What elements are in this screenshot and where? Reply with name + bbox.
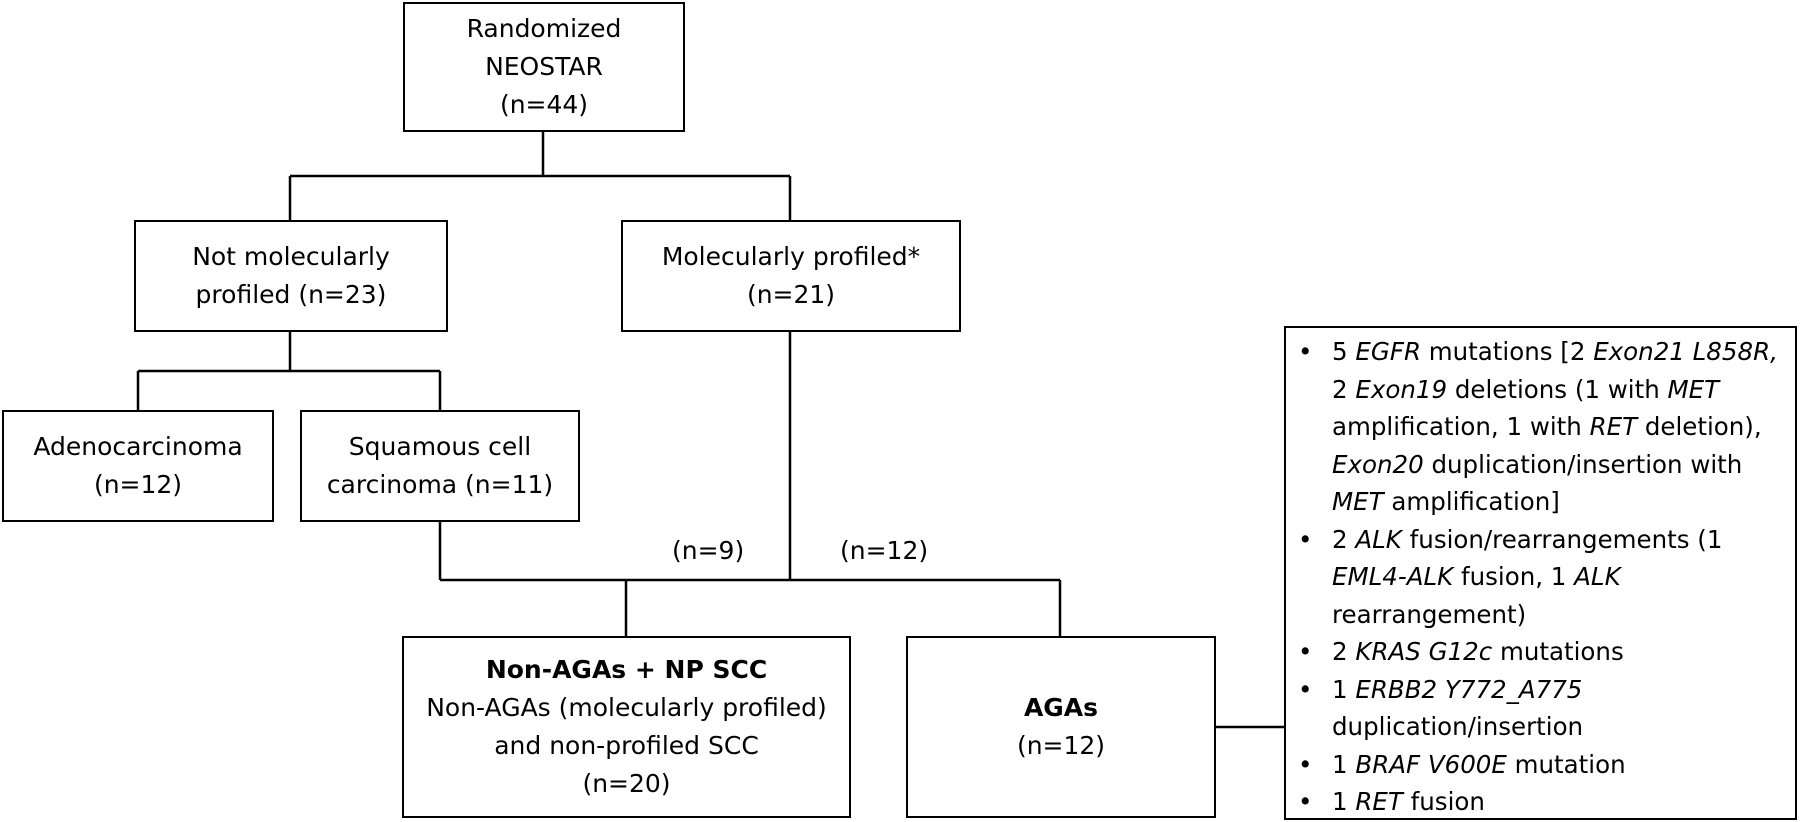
aga-list-text: fusion [1402,787,1485,816]
aga-list-text: deletions (1 with [1447,374,1668,404]
aga-list-text: rearrangement) [1332,599,1527,629]
non-agas-title: Non-AGAs + NP SCC [485,655,768,684]
profiled-box: Molecularly profiled* (n=21) [621,220,961,332]
not-profiled-line1: Not molecularly [192,242,390,271]
squamous-line1: Squamous cell [348,432,532,461]
aga-list-text: deletion), [1637,412,1762,441]
aga-list-text: Exon20 [1332,449,1424,479]
non-agas-box: Non-AGAs + NP SCC Non-AGAs (molecularly … [402,636,851,818]
aga-bullet-list: 5 EGFR mutations [2 Exon21 L858R, 2 Exon… [1298,333,1787,821]
aga-list-text: EML4-ALK [1332,562,1454,591]
aga-list-text: fusion, 1 [1453,562,1575,591]
aga-list-text: duplication/insertion with [1423,449,1743,479]
aga-list-text: 1 [1332,787,1356,816]
profiled-count: (n=21) [746,280,836,309]
aga-list-item: 2 ALK fusion/rearrangements (1 EML4-ALK … [1298,521,1787,634]
aga-list-text: 2 [1332,374,1356,404]
non-agas-count: (n=20) [582,769,671,798]
aga-list-text: EGFR [1355,337,1421,366]
aga-list-text: mutations [2 [1420,337,1594,366]
aga-details-list: 5 EGFR mutations [2 Exon21 L858R, 2 Exon… [1284,326,1797,820]
aga-list-item: 5 EGFR mutations [2 Exon21 L858R, 2 Exon… [1298,333,1787,521]
branch-label-right: (n=12) [840,536,929,565]
aga-list-item: 1 RET fusion [1298,783,1787,821]
adenocarcinoma-line1: Adenocarcinoma [33,432,243,461]
aga-list-text: mutation [1506,749,1626,779]
aga-list-text: MET [1667,374,1720,404]
aga-list-text: amplification, 1 with [1332,412,1590,441]
aga-list-text: BRAF V600E [1355,749,1507,779]
aga-list-text: MET [1332,487,1384,516]
aga-list-text: duplication/insertion [1332,712,1584,741]
aga-list-text: Exon21 L858R, [1593,337,1778,366]
aga-list-text: ALK [1574,562,1621,591]
not-profiled-line2: profiled (n=23) [195,280,387,309]
branch-label-left: (n=9) [672,536,745,565]
aga-list-text: 2 [1332,637,1356,666]
aga-list-text: KRAS G12c [1355,637,1493,666]
randomized-count: (n=44) [499,90,589,119]
profiled-line1: Molecularly profiled* [661,242,921,271]
aga-list-text: RET [1355,787,1403,816]
randomized-line2: NEOSTAR [485,52,603,81]
aga-list-text: ERBB2 Y772_A775 [1355,674,1583,704]
aga-list-text: 1 [1332,674,1356,704]
aga-list-text: 1 [1332,749,1356,779]
adenocarcinoma-count: (n=12) [93,470,183,499]
adenocarcinoma-box: Adenocarcinoma (n=12) [2,410,274,522]
squamous-line2: carcinoma (n=11) [326,470,554,499]
not-profiled-box: Not molecularly profiled (n=23) [134,220,448,332]
aga-list-item: 2 KRAS G12c mutations [1298,633,1787,671]
agas-title: AGAs [1023,693,1099,722]
aga-list-item: 1 BRAF V600E mutation [1298,746,1787,784]
aga-list-text: mutations [1492,637,1624,666]
aga-list-text: Exon19 [1355,374,1448,404]
non-agas-line2: and non-profiled SCC [494,731,759,760]
randomized-box: Randomized NEOSTAR (n=44) [403,2,685,132]
aga-list-text: 2 [1332,524,1356,554]
agas-count: (n=12) [1016,731,1106,760]
aga-list-text: RET [1589,412,1638,441]
non-agas-line1: Non-AGAs (molecularly profiled) [426,693,827,722]
agas-box: AGAs (n=12) [906,636,1216,818]
randomized-line1: Randomized [466,14,622,43]
aga-list-text: 5 [1332,337,1356,366]
squamous-box: Squamous cell carcinoma (n=11) [300,410,580,522]
aga-list-text: ALK [1355,524,1402,554]
aga-list-text: amplification] [1383,487,1560,516]
aga-list-text: fusion/rearrangements (1 [1401,524,1723,554]
aga-list-item: 1 ERBB2 Y772_A775 duplication/insertion [1298,671,1787,746]
